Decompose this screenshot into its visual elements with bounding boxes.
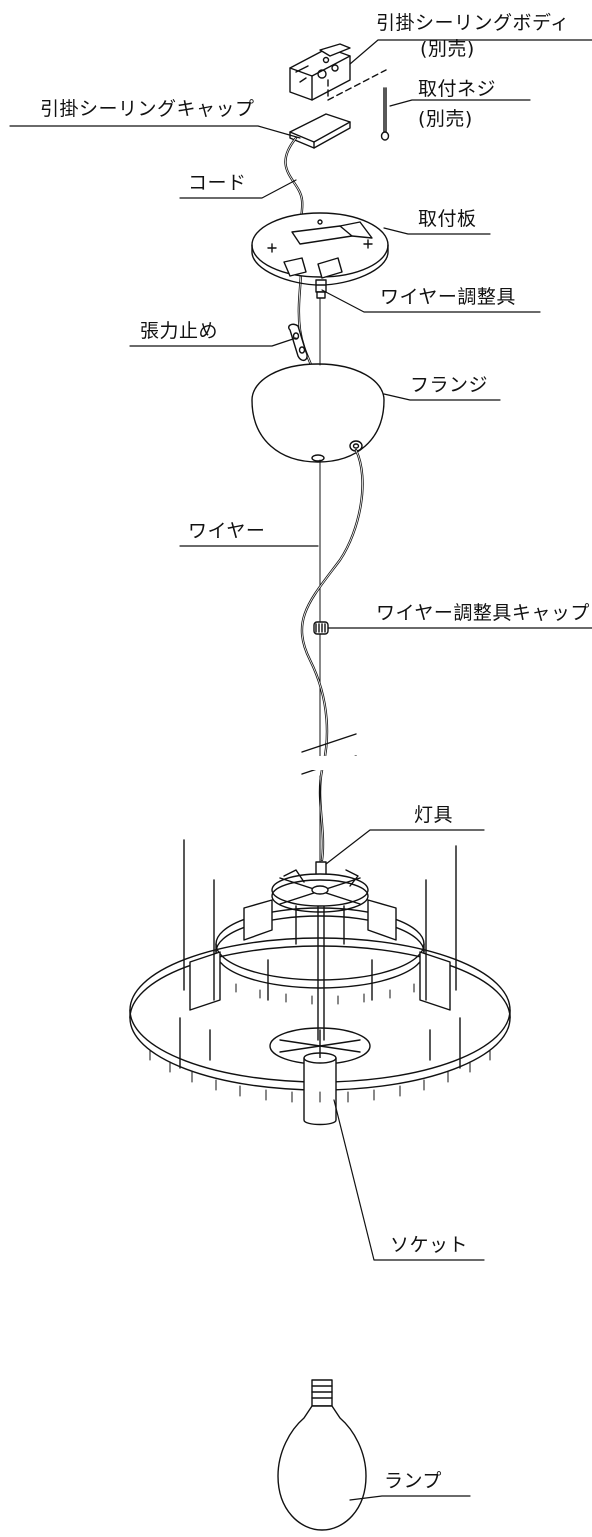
label-wire: ワイヤー	[188, 520, 266, 542]
screw-alignment-line	[327, 69, 387, 101]
label-flange: フランジ	[410, 374, 489, 396]
label-wire-adjuster: ワイヤー調整具	[380, 286, 516, 308]
label-ceiling-body-note: (別売)	[420, 38, 475, 60]
label-lamp: ランプ	[384, 1470, 442, 1492]
label-cord: コード	[188, 172, 247, 194]
label-mount-screw: 取付ネジ	[418, 78, 497, 100]
label-mount-plate: 取付板	[418, 208, 477, 230]
mount-screw-part	[380, 87, 390, 141]
label-ceiling-body: 引掛シーリングボディ	[376, 12, 570, 34]
break-mark	[301, 733, 357, 753]
label-mount-screw-note: (別売)	[418, 108, 473, 130]
mount-plate-part	[251, 212, 389, 286]
wire-adjuster-part	[315, 279, 327, 299]
label-strain-relief: 張力止め	[140, 320, 219, 342]
leader-lines	[9, 39, 592, 1501]
lamp-part	[277, 1379, 367, 1531]
ceiling-cap-part	[289, 113, 351, 149]
fixture-part	[129, 839, 511, 1126]
label-fixture: 灯具	[414, 804, 454, 826]
strain-relief-part	[288, 323, 308, 362]
label-socket: ソケット	[390, 1234, 469, 1256]
cord-lower-line	[300, 448, 364, 862]
ceiling-body-part	[289, 43, 351, 101]
label-ceiling-cap: 引掛シーリングキャップ	[40, 98, 255, 120]
wire-adjuster-cap-part	[313, 621, 329, 635]
flange-part	[251, 363, 385, 463]
label-wire-adjuster-cap: ワイヤー調整具キャップ	[376, 602, 590, 624]
